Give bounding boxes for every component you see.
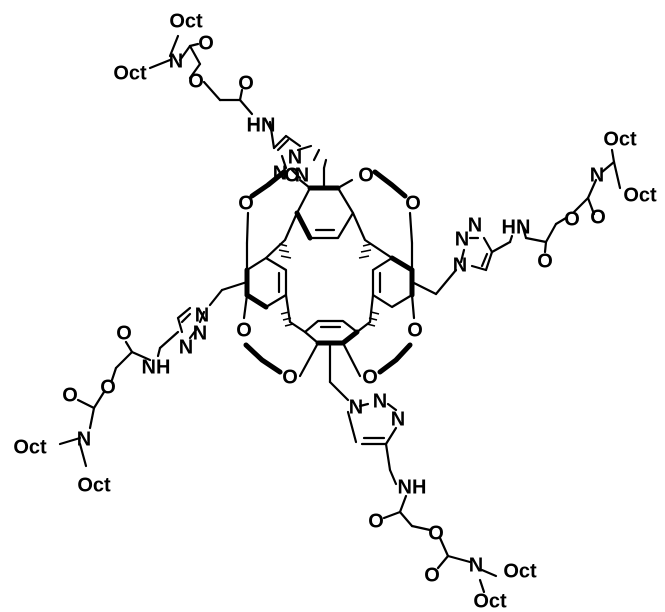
carbonyl-oxygen-label: O bbox=[424, 564, 440, 586]
triazole-nitrogen-label: N bbox=[288, 146, 302, 168]
clasp-oxygen-label: O bbox=[358, 164, 374, 186]
acetal-clasps bbox=[242, 169, 416, 378]
left-arm: N N N NH O O O N Oct Oct bbox=[13, 280, 249, 496]
clasp-oxygen-label: O bbox=[405, 192, 421, 214]
right-arm: N N N HN O O O N Oct Oct bbox=[410, 128, 657, 296]
ether-oxygen-label: O bbox=[428, 522, 444, 544]
left-arene-ring bbox=[244, 256, 288, 310]
bottom-arene-ring bbox=[303, 319, 360, 346]
amide-nitrogen-label: N bbox=[469, 554, 483, 576]
amide-hn-label: HN bbox=[247, 114, 276, 136]
triazole-nitrogen-label: N bbox=[373, 390, 387, 412]
triazole-nitrogen-label: N bbox=[453, 254, 467, 276]
amide-hn-label: HN bbox=[502, 216, 531, 238]
amide-nitrogen-label: N bbox=[590, 164, 604, 186]
clasp-oxygen-label: O bbox=[362, 366, 378, 388]
cavitand-core: O O O O O O O O bbox=[236, 164, 423, 388]
clasp-oxygen-label: O bbox=[236, 319, 252, 341]
top-arm: HN N N N O O O N Oct Oct bbox=[113, 10, 328, 190]
carbonyl-oxygen-label: O bbox=[368, 510, 384, 532]
clasp-oxygen-label: O bbox=[284, 164, 300, 186]
ether-oxygen-label: O bbox=[188, 70, 204, 92]
triazole-nitrogen-label: N bbox=[273, 162, 287, 184]
octyl-label: Oct bbox=[473, 590, 507, 612]
triazole-nitrogen-label: N bbox=[349, 396, 363, 418]
octyl-label: Oct bbox=[603, 128, 637, 150]
carbonyl-oxygen-label: O bbox=[62, 384, 78, 406]
octyl-label: Oct bbox=[503, 560, 537, 582]
triazole-nitrogen-label: N bbox=[295, 164, 309, 186]
bottom-arm: N N N NH O O O N Oct Oct bbox=[328, 341, 537, 612]
cavity-bridges bbox=[264, 211, 394, 334]
carbonyl-oxygen-label: O bbox=[198, 32, 214, 54]
amide-nitrogen-label: N bbox=[77, 428, 91, 450]
clasp-oxygen-label: O bbox=[282, 366, 298, 388]
octyl-label: Oct bbox=[13, 436, 47, 458]
clasp-oxygen-label: O bbox=[238, 192, 254, 214]
octyl-label: Oct bbox=[113, 62, 147, 84]
octyl-label: Oct bbox=[623, 184, 657, 206]
right-arene-ring bbox=[371, 255, 415, 309]
top-arene-ring bbox=[294, 185, 355, 241]
amide-nh-label: NH bbox=[398, 476, 427, 498]
triazole-nitrogen-label: N bbox=[193, 322, 207, 344]
amide-nh-label: NH bbox=[142, 356, 171, 378]
ether-oxygen-label: O bbox=[100, 376, 116, 398]
octyl-label: Oct bbox=[77, 474, 111, 496]
ether-oxygen-label: O bbox=[564, 208, 580, 230]
triazole-nitrogen-label: N bbox=[468, 214, 482, 236]
carbonyl-oxygen-label: O bbox=[590, 206, 606, 228]
triazole-nitrogen-label: N bbox=[179, 336, 193, 358]
triazole-nitrogen-label: N bbox=[455, 228, 469, 250]
amide-nitrogen-label: N bbox=[169, 50, 183, 72]
carbonyl-oxygen-label: O bbox=[537, 250, 553, 272]
carbonyl-oxygen-label: O bbox=[116, 322, 132, 344]
triazole-nitrogen-label: N bbox=[195, 304, 209, 326]
octyl-label: Oct bbox=[169, 10, 203, 32]
carbonyl-oxygen-label: O bbox=[238, 72, 254, 94]
triazole-nitrogen-label: N bbox=[391, 408, 405, 430]
clasp-oxygen-label: O bbox=[407, 319, 423, 341]
